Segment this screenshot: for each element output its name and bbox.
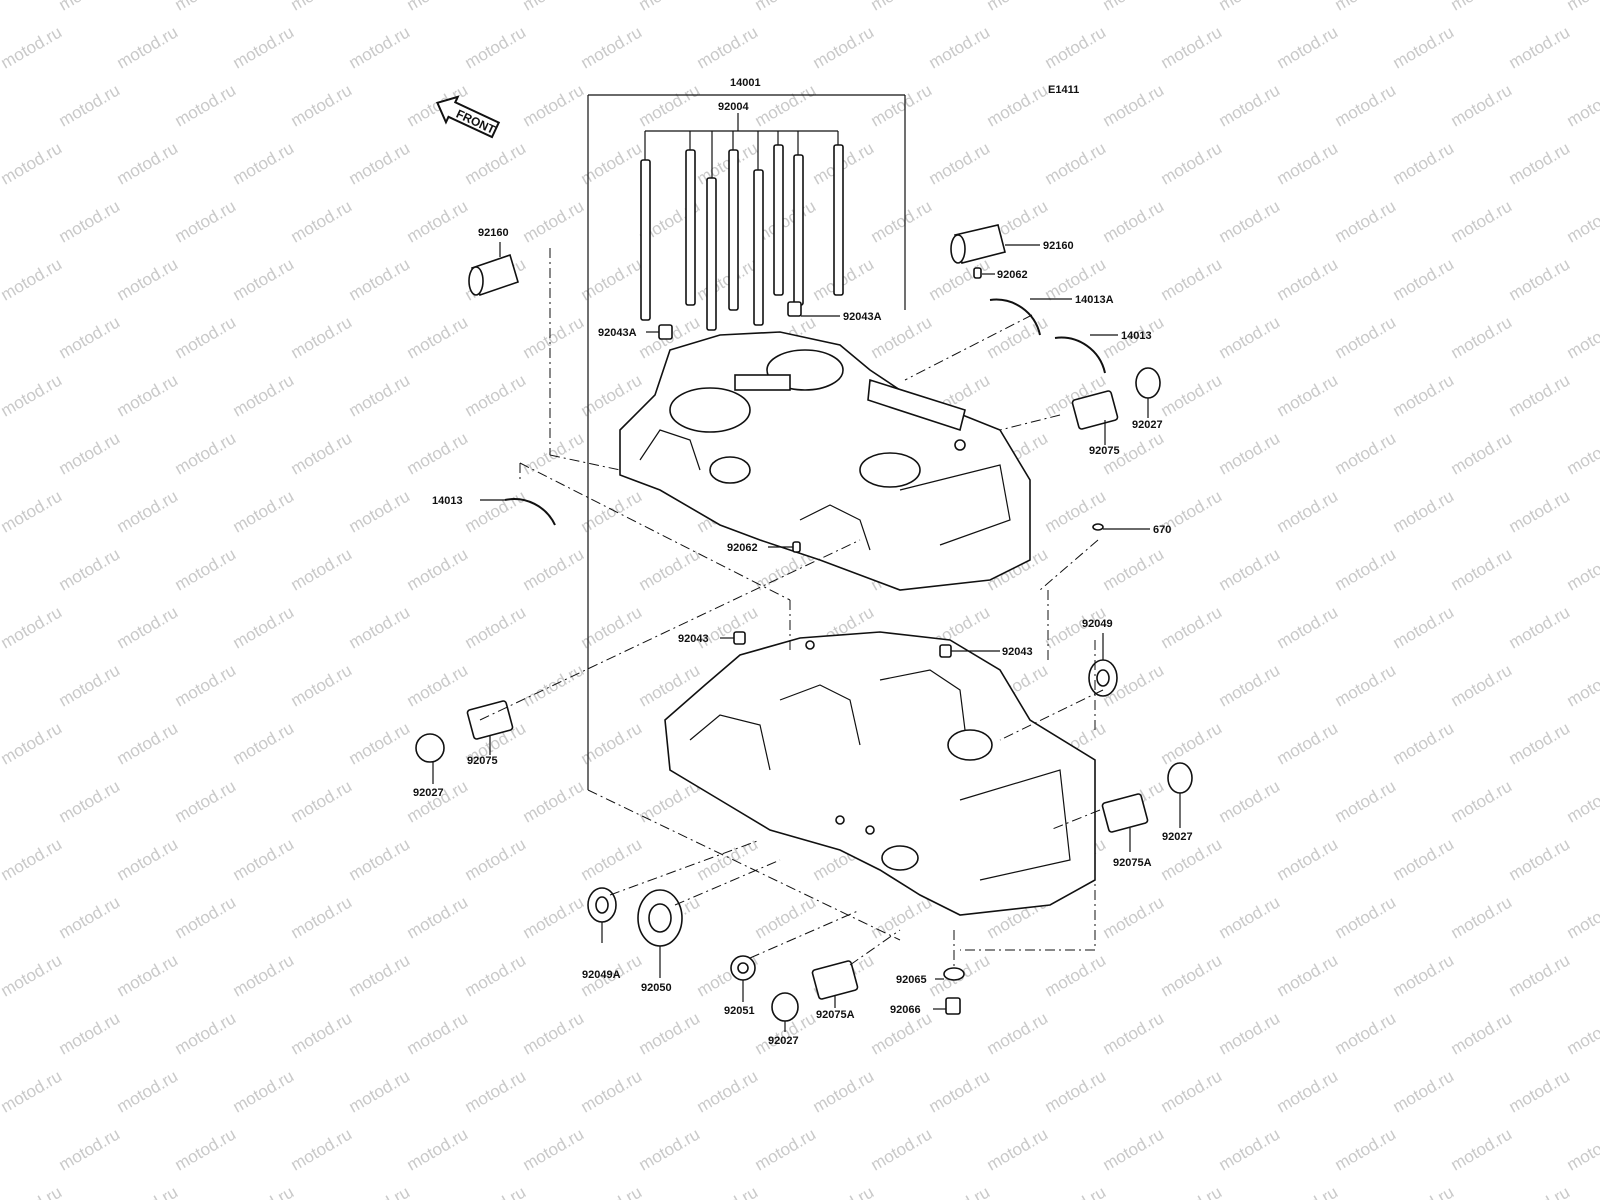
label-92027-left: 92027	[413, 787, 444, 799]
label-92004: 92004	[718, 101, 749, 113]
plugs: 92062 92062	[727, 267, 1028, 554]
upper-crankcase	[619, 331, 1031, 591]
label-14013a: 14013A	[1075, 294, 1114, 306]
cap-left: 92160	[468, 227, 519, 297]
lower-crankcase	[664, 631, 1096, 916]
upper-right-bearing: 92027 92075	[1071, 367, 1163, 457]
lower-right-bearing: 92027 92075A	[1101, 762, 1193, 869]
label-92043a-right: 92043A	[843, 311, 882, 323]
label-92049: 92049	[1082, 618, 1113, 630]
label-92027-lower-right: 92027	[1162, 831, 1193, 843]
stud-bracket: 92004	[644, 101, 839, 178]
front-arrow-icon: FRONT	[435, 95, 501, 139]
assembly-bracket: 14001	[587, 77, 906, 790]
bearing-92027-bottom: 92027	[768, 992, 799, 1047]
label-14013-left: 14013	[432, 495, 463, 507]
drain-plug-92066: 92066	[890, 997, 961, 1016]
label-92062-upper: 92062	[997, 269, 1028, 281]
label-92027-bottom: 92027	[768, 1035, 799, 1047]
label-92075a-right: 92075A	[1113, 857, 1152, 869]
lower-dowels: 92043 92043	[678, 631, 1033, 658]
bearing-inserts: 14013A 14013 14013	[432, 294, 1152, 526]
label-92062-lower: 92062	[727, 542, 758, 554]
label-14013-upper: 14013	[1121, 330, 1152, 342]
upper-dowels: 92043A 92043A	[598, 301, 882, 340]
label-92027-upper-right: 92027	[1132, 419, 1163, 431]
label-92075-left: 92075	[467, 755, 498, 767]
diagram-code: E1411	[1048, 84, 1079, 96]
stud-set	[640, 144, 844, 331]
oil-seal-92049a: 92049A	[582, 887, 621, 981]
label-92043a-left: 92043A	[598, 327, 637, 339]
label-92051: 92051	[724, 1005, 755, 1017]
label-670: 670	[1153, 524, 1171, 536]
o-ring-670: 670	[1092, 523, 1171, 536]
label-92049a: 92049A	[582, 969, 621, 981]
label-92160-right: 92160	[1043, 240, 1074, 252]
label-14001: 14001	[730, 77, 761, 89]
label-92075a-bottom: 92075A	[816, 1009, 855, 1021]
oil-seal-92049: 92049	[1082, 618, 1118, 697]
label-92075-upper-right: 92075	[1089, 445, 1120, 457]
label-92160-left: 92160	[478, 227, 509, 239]
bearing-92075a-bottom: 92075A	[811, 960, 859, 1021]
oil-seal-92051: 92051	[724, 955, 756, 1017]
label-92043-right: 92043	[1002, 646, 1033, 658]
gasket-92065: 92065	[896, 967, 965, 986]
label-92050: 92050	[641, 982, 672, 994]
label-92043-left: 92043	[678, 633, 709, 645]
left-bearing: 92075 92027	[413, 700, 514, 799]
alignment-lines	[479, 248, 1104, 968]
label-92065: 92065	[896, 974, 927, 986]
label-92066: 92066	[890, 1004, 921, 1016]
oil-seal-92050: 92050	[637, 889, 683, 994]
cap-right: 92160	[950, 224, 1074, 264]
